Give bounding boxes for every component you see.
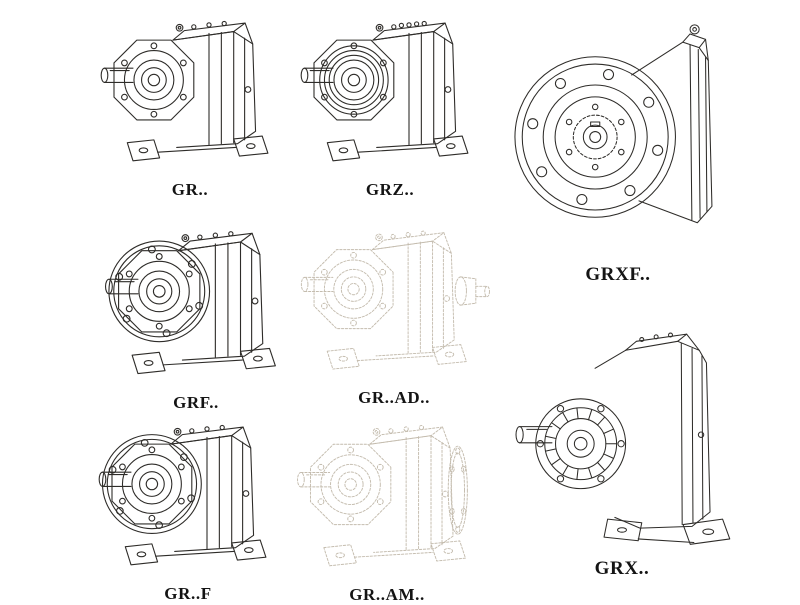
- figure-grxf: GRXF..: [492, 2, 744, 286]
- figure-label-grz: GRZ..: [365, 180, 415, 199]
- gr-line-art: [100, 20, 269, 162]
- grf2-line-art: [98, 424, 267, 566]
- grx-gearbox-drawing: [505, 300, 739, 556]
- figure-label-grf: GRF..: [173, 393, 219, 412]
- figure-label-gram: GR..AM..: [349, 585, 425, 604]
- grf-line-art: [104, 231, 276, 375]
- figure-grx: GRX..: [492, 300, 752, 580]
- gr-gearbox-drawing: [95, 2, 285, 178]
- grz-line-art: [300, 20, 469, 162]
- figure-label-grxf: GRXF..: [585, 264, 651, 285]
- figure-grf: GRF..: [96, 212, 296, 413]
- grxf-line-art: [514, 24, 713, 224]
- figure-label-grx: GRX..: [594, 558, 650, 579]
- grf2-gearbox-drawing: [93, 406, 283, 582]
- grad-gearbox-drawing: [295, 212, 493, 386]
- figure-gram: GR..AM..: [288, 406, 486, 605]
- grz-gearbox-drawing: [295, 2, 485, 178]
- figure-grf2: GR..F: [90, 406, 286, 604]
- figure-grad: GR..AD..: [292, 212, 496, 408]
- grxf-gearbox-drawing: [504, 2, 732, 262]
- grf-gearbox-drawing: [99, 212, 293, 391]
- grx-line-art: [515, 332, 731, 545]
- figure-grz: GRZ..: [292, 2, 488, 200]
- gram-line-art: [297, 424, 468, 567]
- figure-label-grf2: GR..F: [164, 584, 212, 603]
- figure-label-gr: GR..: [171, 180, 209, 199]
- figure-label-grad: GR..AD..: [358, 388, 430, 407]
- grad-line-art: [300, 230, 490, 370]
- figure-gr: GR..: [92, 2, 288, 200]
- gram-gearbox-drawing: [291, 406, 483, 583]
